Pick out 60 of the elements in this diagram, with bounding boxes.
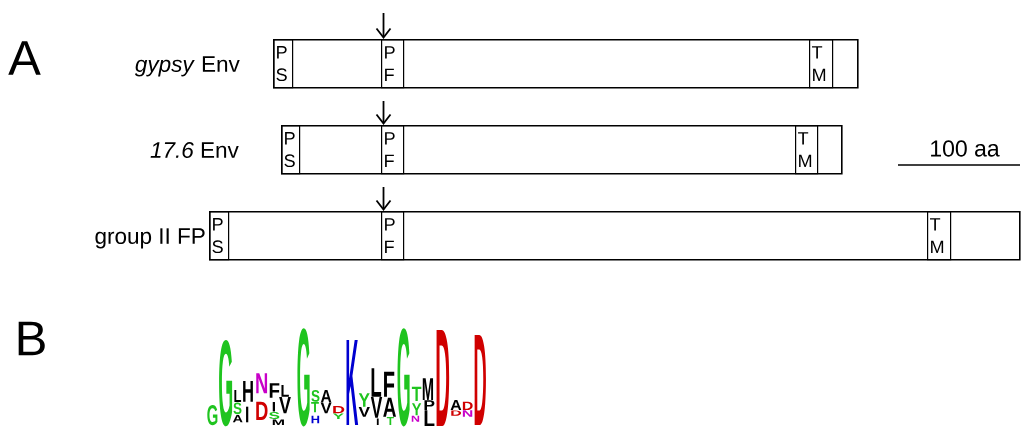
protein-label: group II FP (95, 228, 205, 249)
residue-letter: V (370, 397, 383, 418)
residue-letter: G (207, 405, 218, 426)
domain-box: P S (281, 125, 301, 175)
residue-letter: I (272, 402, 275, 412)
residue-letter: S (311, 390, 320, 402)
residue-letter: T (411, 386, 422, 401)
residue-letter: S (269, 412, 280, 420)
residue-letter: H (243, 381, 253, 402)
scale-label: 100 aa (931, 140, 1000, 157)
residue-letter: N (256, 373, 268, 394)
residue-letter: D (333, 406, 345, 414)
residue-letter: G (219, 340, 233, 427)
residue-letter: L (281, 385, 289, 397)
residue-letter: V (320, 402, 332, 414)
residue-letter: Y (411, 403, 422, 416)
residue-letter: G (397, 328, 410, 427)
residue-letter: D (474, 335, 486, 426)
residue-letter: Y (358, 393, 370, 407)
residue-letter: K (346, 340, 359, 426)
residue-letter: T (311, 402, 319, 413)
residue-letter: L (424, 410, 435, 426)
residue-letter: S (233, 402, 242, 415)
domain-box: T M (927, 211, 952, 261)
residue-letter: N (462, 410, 473, 417)
residue-letter: I (246, 406, 249, 423)
domain-box: T M (809, 39, 834, 89)
residue-letter: A (450, 400, 462, 410)
residue-letter: A (383, 397, 396, 417)
arrow (375, 12, 392, 39)
domain-box: P F (381, 125, 405, 175)
domain-box: P F (381, 211, 405, 261)
residue-letter: V (358, 407, 370, 417)
panel-letter: B (18, 321, 45, 356)
residue-letter: D (462, 401, 473, 410)
domain-box: T M (795, 125, 819, 175)
residue-letter: L (371, 368, 382, 397)
panel-letter: A (8, 41, 41, 75)
domain-box: P F (381, 39, 405, 89)
residue-letter: M (422, 378, 434, 400)
protein-label: 17.6 Env (150, 142, 239, 158)
residue-letter: A (320, 390, 332, 403)
residue-letter: I (376, 418, 379, 425)
residue-letter: V (279, 397, 291, 414)
domain-box: P S (209, 211, 230, 261)
arrow (375, 186, 392, 211)
residue-letter: D (436, 330, 450, 427)
protein-label: gypsy Env (134, 56, 240, 77)
residue-letter: G (297, 328, 310, 427)
residue-letter: N (411, 415, 420, 422)
residue-letter: L (234, 390, 242, 402)
residue-letter: T (386, 417, 394, 425)
residue-letter: D (256, 401, 268, 420)
residue-letter: F (269, 383, 280, 398)
residue-letter: F (384, 371, 395, 397)
arrow (375, 100, 392, 125)
domain-box: P S (273, 39, 294, 89)
residue-letter: P (424, 400, 435, 410)
residue-letter: A (232, 415, 243, 423)
residue-letter: H (311, 415, 320, 424)
